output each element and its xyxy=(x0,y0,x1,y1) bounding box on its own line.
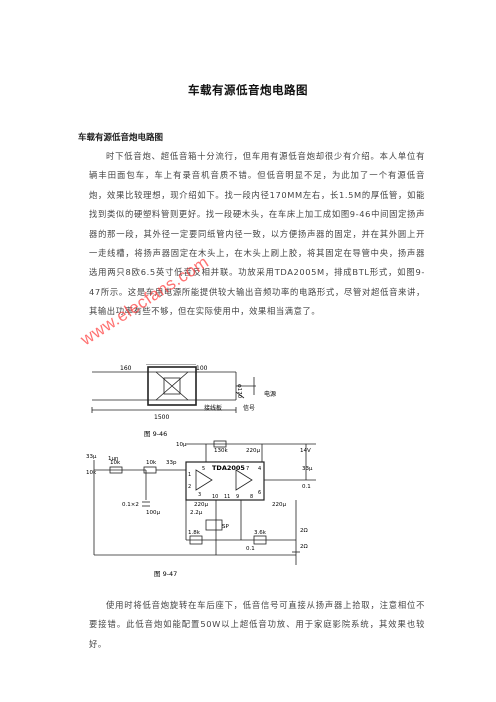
component-c-0-1x2: 0.1×2 xyxy=(122,502,139,508)
component-r-10k-a: 10k xyxy=(86,470,97,476)
component-c-0-1-bottom: 0.1 xyxy=(246,546,255,552)
label-signal: 信号 xyxy=(243,404,255,412)
component-r-2ohm-b: 2Ω xyxy=(300,544,308,550)
pin-label-1: 1 xyxy=(188,472,191,478)
amplifier-schematic: 10μ 33μ 1μn 10k 10k 10k 33p 130k 220μ 14… xyxy=(86,440,316,578)
component-c-33u: 33μ xyxy=(86,454,97,460)
component-c-2-2u: 2.2μ xyxy=(190,510,203,516)
section-heading: 车载有源低音炮电路图 xyxy=(78,133,164,143)
pin-label-3: 3 xyxy=(198,492,201,498)
paragraph-2-text: 使用时将低音炮旋转在车后座下，低音信号可直接从扬声器上拾取，注意相位不要接错。此… xyxy=(89,600,425,649)
component-r-10k-c: 10k xyxy=(146,460,157,466)
speaker-tube-figure: 160 100 1500 ϕ170 接线板 信号 电源 图 9-46 xyxy=(91,364,276,438)
component-c-1un: 1μn xyxy=(108,456,119,462)
pin-label-8: 8 xyxy=(250,494,253,500)
dim-label-160: 160 xyxy=(120,365,132,372)
pin-label-11: 11 xyxy=(224,494,230,500)
pin-label-6: 6 xyxy=(258,490,261,496)
component-c-220u-mid: 220μ xyxy=(194,502,208,508)
component-c-10u: 10μ xyxy=(176,442,187,448)
label-terminal-board: 接线板 xyxy=(204,404,222,412)
component-c-33u-right: 33μ xyxy=(302,466,313,472)
dim-label-100: 100 xyxy=(196,365,208,372)
component-r-1-8k: 1.8k xyxy=(188,530,201,536)
pin-label-5: 5 xyxy=(202,466,205,472)
page-title: 车载有源低音炮电路图 xyxy=(188,83,308,97)
component-r-3-6k: 3.6k xyxy=(254,530,267,536)
pin-label-9: 9 xyxy=(236,494,239,500)
component-c-100u: 100μ xyxy=(146,510,160,516)
component-c-0-1-right: 0.1 xyxy=(302,484,311,490)
pin-label-4: 4 xyxy=(258,466,261,472)
label-power: 电源 xyxy=(264,390,276,398)
component-r-130k: 130k xyxy=(214,448,228,454)
figure-9-46-caption: 图 9-46 xyxy=(144,430,167,438)
body-paragraph-1: 时下低音炮、超低音箱十分流行，但车用有源低音炮却很少有介绍。本人单位有辆丰田面包… xyxy=(89,147,425,322)
component-c-220u-right: 220μ xyxy=(272,502,286,508)
component-c-220u-top: 220μ xyxy=(246,448,260,454)
paragraph-1-text: 时下低音炮、超低音箱十分流行，但车用有源低音炮却很少有介绍。本人单位有辆丰田面包… xyxy=(89,151,425,317)
pin-label-2: 2 xyxy=(188,484,191,490)
component-speaker-sp: SP xyxy=(222,524,229,530)
component-r-10k-b: 10k xyxy=(110,460,121,466)
figure-9-47-caption: 图 9-47 xyxy=(154,570,177,578)
component-supply-14v: 14V xyxy=(300,448,311,454)
pin-label-10: 10 xyxy=(212,494,218,500)
component-r-2ohm-a: 2Ω xyxy=(300,528,308,534)
amplifier-chip-label: TDA2005 xyxy=(212,464,245,472)
component-c-33p: 33p xyxy=(166,460,177,466)
dim-label-diameter: ϕ170 xyxy=(236,384,242,399)
dim-label-1500: 1500 xyxy=(154,414,169,421)
body-paragraph-2: 使用时将低音炮旋转在车后座下，低音信号可直接从扬声器上拾取，注意相位不要接错。此… xyxy=(89,596,425,654)
pin-label-7: 7 xyxy=(246,466,249,472)
